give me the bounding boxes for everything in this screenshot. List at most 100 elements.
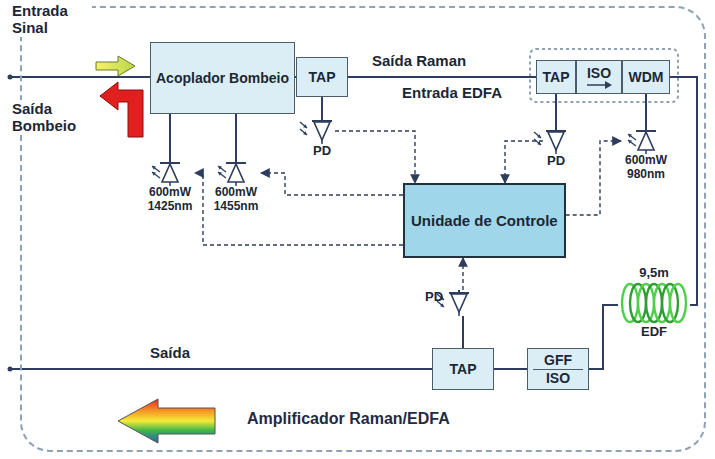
node-text: 9,5m [639,266,669,281]
tap-box: TAP [432,348,494,390]
arrow-head [605,81,612,89]
wdm-box: WDM [622,60,670,94]
optical-fiber-line [555,94,557,128]
light-arrow-head [303,124,307,128]
tap-box: TAP [296,57,348,97]
optical-fiber-line [169,114,171,160]
photodiode-symbol [309,118,335,144]
node-text: EDF [641,325,667,340]
node-text: GFF [544,352,572,368]
control-signal-line [505,141,543,183]
control-signal-line [335,131,415,183]
diode-triangle [228,164,244,182]
light-arrow-head [440,296,444,300]
photodiode-symbol [543,128,569,154]
node-text: Amplificador Raman/EDFA [247,410,450,428]
optical-fiber-line [321,97,323,118]
light-arrow-head [537,141,541,145]
fiber-coil-symbol [619,281,689,325]
light-arrow-head [218,172,222,176]
gff-isolator-box: GFFISO [527,348,589,390]
light-arrow [152,166,160,172]
output-label: Saída [148,344,192,361]
node-text: Acoplador Bombeio [156,70,289,86]
light-arrow [300,122,307,128]
isolator-box: ISO [576,60,622,94]
isolator-arrow [585,81,613,89]
light-arrow [152,172,160,178]
control-signal-line [195,173,403,245]
light-arrow [628,134,636,140]
optical-fiber-line [462,316,464,348]
photodiode-symbol [446,290,472,316]
light-arrow-head [628,134,632,138]
input-fiber [10,76,150,78]
diode-lead [235,160,237,163]
node-text: Unidade de Controle [411,212,558,229]
light-arrow [628,140,636,146]
node-text: PD [313,144,331,159]
fiber-end-dot [8,367,13,372]
optical-fiber-line [235,114,237,160]
node-text: PD [425,290,443,305]
light-arrow [534,139,541,145]
photodiode: PD [309,118,335,159]
output-fiber [10,368,432,370]
node-text: TAP [543,69,570,85]
photodiode: PD [425,290,472,316]
diode-lead [321,118,323,121]
module-group-outline [530,49,678,102]
node-text: TAP [450,361,477,377]
optical-fiber-line [670,77,697,305]
node-text: 600mW 1455nm [211,186,261,214]
diode-triangle [314,122,330,140]
fiber-end-dot [8,75,13,80]
pump-laser: 600mW 1425nm [145,160,195,214]
control-signal-line [462,258,463,290]
laser-diode-symbol [633,128,659,154]
raman-output-label: Saída Raman [370,52,468,69]
control-unit-box: Unidade de Controle [403,183,566,258]
light-arrow-head [218,166,222,170]
light-arrow-head [303,131,307,135]
node-text: ISO [533,369,583,386]
control-signal-line [261,173,403,195]
light-arrow [437,294,444,300]
pump-coupler-box: Acoplador Bombeio [150,42,295,114]
node-text: TAP [309,69,336,85]
tap-box: TAP [536,60,576,94]
light-arrow-head [152,172,156,176]
output-arrow [118,399,215,443]
diode-lead [169,160,171,163]
diode-triangle [162,164,178,182]
light-arrow-head [152,166,156,170]
node-text: WDM [629,69,664,85]
edf-coil: 9,5mEDF [618,266,690,340]
diode-triangle [548,132,564,150]
node-text: 600mW 980nm [621,154,671,182]
pump-laser: 600mW 980nm [621,128,671,182]
edfa-input-label: Entrada EDFA [400,84,504,101]
laser-diode-symbol [157,160,183,186]
diode-lead [555,128,557,131]
photodiode: PD [543,128,569,169]
arrow-shaft [587,84,607,86]
light-arrow-head [628,140,632,144]
diode-triangle [451,294,467,312]
optical-fiber-line [348,76,536,78]
light-arrow [437,301,444,307]
coil-turn [670,284,686,322]
light-arrow [218,166,226,172]
diode-lead [645,128,647,131]
light-arrow [218,172,226,178]
light-arrow-head [440,303,444,307]
amplifier-enclosure: Amplificador Raman/EDFA Acoplador Bombeio… [20,6,706,452]
optical-fiber-line [494,368,527,370]
laser-diode-symbol [223,160,249,186]
node-text: ISO [587,65,611,81]
light-arrow-head [537,134,541,138]
optical-fiber-line [645,94,647,128]
node-text: PD [547,154,565,169]
light-arrow [300,129,307,135]
pump-out-arrow [100,82,143,137]
